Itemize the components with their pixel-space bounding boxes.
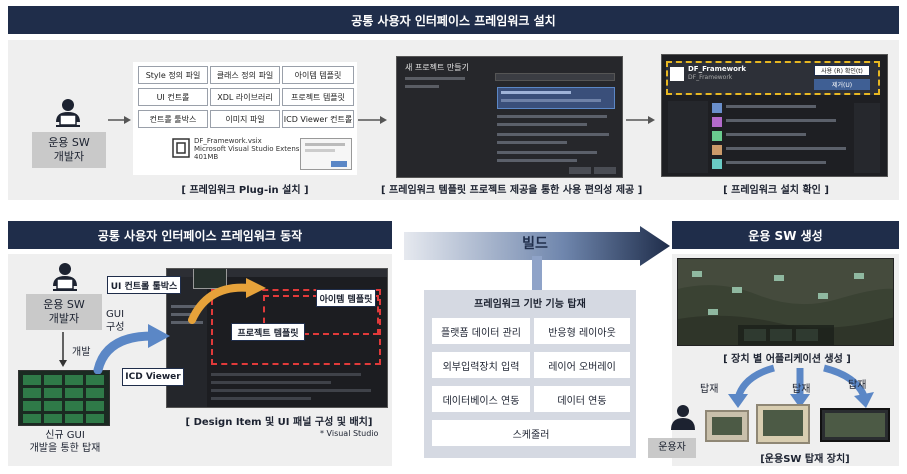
dev-label: 개발: [72, 347, 91, 358]
rugged-tablet-icon: [705, 410, 749, 442]
item-toolbox: 컨트롤 툴박스: [138, 110, 208, 128]
operate-developer-box: 운용 SW 개발자: [26, 294, 102, 330]
developer-icon: [48, 98, 88, 128]
operator-icon: [670, 404, 696, 430]
feature-responsive-layout: 반응형 레이아웃: [534, 318, 630, 344]
extension-icon: [670, 67, 684, 81]
ui-toolbox-label: UI 컨트롤 툴박스: [107, 276, 181, 294]
caption-app: [ 장치 별 어플리케이션 생성 ]: [723, 354, 851, 365]
vs-note: * Visual Studio: [320, 429, 379, 438]
caption-template: [ 프레임워크 템플릿 프로젝트 제공을 통한 사용 편의성 제공 ]: [381, 185, 643, 196]
vsix-file-size: 401MB: [194, 153, 219, 161]
item-ui-control: UI 컨트롤: [138, 88, 208, 106]
vsix-file-type: Microsoft Visual Studio Extension: [194, 145, 311, 153]
arrow-right-icon: [108, 110, 132, 124]
item-icd-viewer: ICD Viewer 컨트롤: [282, 110, 354, 128]
arrow-right-icon: [626, 110, 656, 124]
item-class: 클래스 정의 파일: [210, 66, 280, 84]
new-gui-thumbnail: [18, 370, 110, 426]
extension-sub: DF_Framework: [688, 74, 733, 81]
build-connector: [532, 256, 542, 290]
operator-box: 운용자: [648, 438, 696, 458]
feature-external-input: 외부입력장치 입력: [432, 352, 530, 378]
developer-icon: [45, 262, 85, 292]
item-template-label: 아이템 템플릿: [316, 289, 376, 307]
extension-remove-button[interactable]: 제거(U): [814, 79, 870, 90]
mount-label-1: 탑재: [700, 384, 719, 395]
feature-platform-data: 플랫폼 데이터 관리: [432, 318, 530, 344]
vsix-file-info: DF_Framework.vsix Microsoft Visual Studi…: [194, 137, 310, 161]
install-developer-box: 운용 SW 개발자: [32, 132, 106, 168]
caption-confirm: [ 프레임워크 설치 확인 ]: [723, 185, 829, 196]
caption-plugin: [ 프레임워크 Plug-in 설치 ]: [181, 185, 309, 196]
arrow-right-icon: [358, 110, 388, 124]
feature-database: 데이터베이스 연동: [432, 386, 530, 412]
vsix-file-icon: [172, 138, 190, 158]
rugged-laptop-icon: [756, 404, 810, 444]
item-image: 이미지 파일: [210, 110, 280, 128]
generate-header: 운용 SW 생성: [672, 221, 899, 249]
extension-enable-button[interactable]: 사용 (R) 확인(t): [814, 65, 870, 76]
feature-data-link: 데이터 연동: [534, 386, 630, 412]
arrow-down-icon: [58, 332, 68, 368]
build-arrow-icon: [404, 226, 670, 266]
icd-viewer-label: ICD Viewer: [122, 368, 184, 386]
new-project-dialog: 새 프로젝트 만들기: [396, 56, 623, 178]
project-template-label: 프로젝트 템플릿: [231, 323, 305, 341]
caption-design: [ Design Item 및 UI 패널 구성 및 배치]: [185, 417, 373, 428]
extensions-window: DF_Framework DF_Framework 사용 (R) 확인(t) 제…: [661, 54, 888, 177]
operate-header: 공통 사용자 인터페이스 프레임워크 동작: [8, 221, 392, 249]
vsix-file-name: DF_Framework.vsix: [194, 137, 262, 145]
curved-arrow-orange-icon: [188, 276, 270, 326]
caption-devices: [운용SW 탑재 장치]: [760, 454, 850, 465]
tactical-app-screenshot: [677, 258, 894, 346]
item-xdl: XDL 라이브러리: [210, 88, 280, 106]
features-title: 프레임워크 기반 기능 탑재: [474, 298, 586, 310]
install-header: 공통 사용자 인터페이스 프레임워크 설치: [8, 6, 899, 34]
deploy-arrows-icon: [716, 364, 886, 410]
new-gui-label: 신규 GUI 개발을 통한 탑재: [29, 430, 101, 454]
item-style: Style 정의 파일: [138, 66, 208, 84]
wide-monitor-icon: [820, 408, 890, 442]
gui-label: GUI 구성: [106, 309, 125, 333]
item-project-template: 프로젝트 템플릿: [282, 88, 354, 106]
installer-thumbnail: [300, 138, 352, 170]
mount-label-3: 탑재: [848, 380, 867, 391]
item-item-template: 아이템 템플릿: [282, 66, 354, 84]
extension-name: DF_Framework: [688, 65, 747, 73]
dialog-title: 새 프로젝트 만들기: [405, 63, 469, 72]
mount-label-2: 탑재: [792, 384, 811, 395]
build-label: 빌드: [522, 236, 548, 252]
feature-layer-overlay: 레이어 오버레이: [534, 352, 630, 378]
feature-scheduler: 스케줄러: [432, 420, 630, 446]
curved-arrow-blue-icon: [92, 320, 172, 375]
